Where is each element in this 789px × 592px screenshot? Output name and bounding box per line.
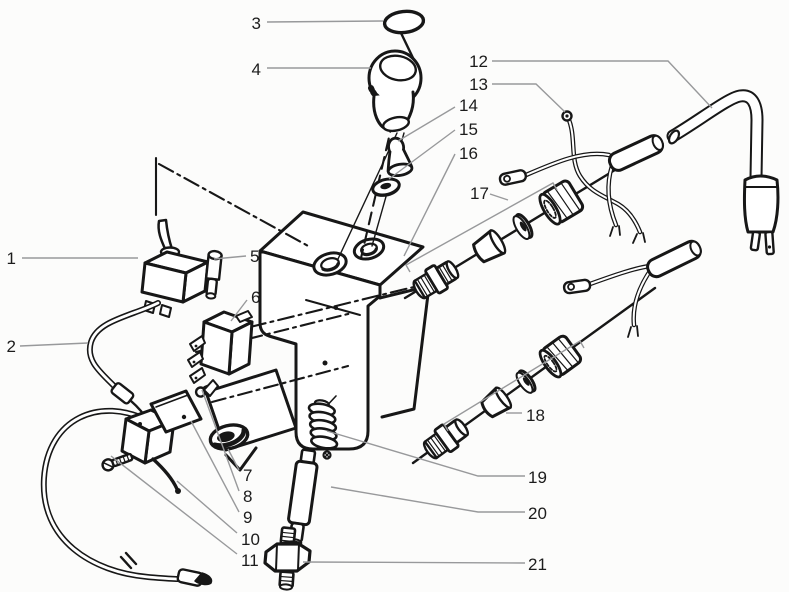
callout-leader-3 <box>266 20 384 23</box>
callout-label-15-retaining-nut: 15 <box>459 120 478 139</box>
part-retaining-nut <box>371 177 401 197</box>
bracket-18 <box>443 340 585 432</box>
part-cover-plate <box>149 389 203 434</box>
callout-leader-2 <box>19 342 89 347</box>
callout-label-16-control-housing: 16 <box>459 144 478 163</box>
callout-label-5-hinge-pin: 5 <box>250 247 259 266</box>
callout-label-2-switch-lead-wire: 2 <box>7 337 16 356</box>
callout-label-21-valve-bolt: 21 <box>528 555 547 574</box>
callout-label-6-pressure-switch-block: 6 <box>251 288 260 307</box>
part-control-knob <box>367 49 423 133</box>
part-strain-relief-lower <box>422 334 583 460</box>
callout-leader-8 <box>201 389 240 492</box>
callout-leader-9 <box>190 420 240 513</box>
part-ground-wire <box>561 110 646 244</box>
callout-label-14-indicator-bulb: 14 <box>459 96 478 115</box>
callout-label-12-power-cord-plug: 12 <box>469 52 488 71</box>
callout-leader-12 <box>492 60 713 109</box>
callout-leader-7 <box>227 448 240 471</box>
part-grommet <box>208 423 250 451</box>
callout-leader-5 <box>213 255 247 260</box>
callout-label-17-strain-relief-assembly-upper: 17 <box>470 184 489 203</box>
part-pressure-switch-block <box>187 310 254 397</box>
callout-leader-13 <box>492 83 566 113</box>
callout-label-19-spring: 19 <box>528 468 547 487</box>
axis-lines <box>154 118 657 465</box>
part-cord-sleeve-lower <box>562 239 702 338</box>
callout-leader-14 <box>397 106 456 142</box>
callout-leader-17 <box>489 193 509 201</box>
callout-label-8-small-screw: 8 <box>243 487 252 506</box>
callout-label-18-strain-relief-assembly-lower: 18 <box>526 406 545 425</box>
part-toggle-switch <box>140 218 210 318</box>
bracket-17 <box>405 182 558 273</box>
callout-label-11-mounting-screw: 11 <box>241 551 259 570</box>
callout-label-1-toggle-switch: 1 <box>7 249 16 268</box>
part-control-housing <box>204 210 431 472</box>
callout-label-3-cap-disc: 3 <box>252 14 261 33</box>
part-sensor-loop-cable <box>40 407 213 587</box>
callout-leader-21 <box>302 561 526 564</box>
callout-label-4-control-knob: 4 <box>252 60 261 79</box>
part-power-cord-plug <box>666 89 780 256</box>
part-switch-lead-wire <box>86 300 161 423</box>
callout-label-9-cover-plate: 9 <box>243 508 252 527</box>
callout-leader-11 <box>110 455 238 555</box>
part-hinge-pin <box>204 249 223 300</box>
part-cord-sleeve-upper <box>498 134 665 237</box>
callout-leader-20 <box>330 486 525 513</box>
part-spring <box>307 399 339 450</box>
artwork <box>40 9 780 591</box>
part-mounting-screw <box>101 452 134 472</box>
callout-label-10-sensor-switch-cable: 10 <box>241 530 260 549</box>
callout-leader-10 <box>176 480 238 534</box>
callout-leader-19 <box>326 430 525 477</box>
callout-leader-15 <box>388 129 456 180</box>
part-strain-relief-upper <box>412 179 585 300</box>
callout-label-7-grommet: 7 <box>243 466 252 485</box>
callout-label-20-valve-cylinder: 20 <box>528 504 547 523</box>
part-spring-pin <box>322 450 332 460</box>
callout-leader-16 <box>403 153 456 257</box>
callout-label-13-ground-wire: 13 <box>469 75 488 94</box>
callout-leader-6 <box>230 299 248 322</box>
